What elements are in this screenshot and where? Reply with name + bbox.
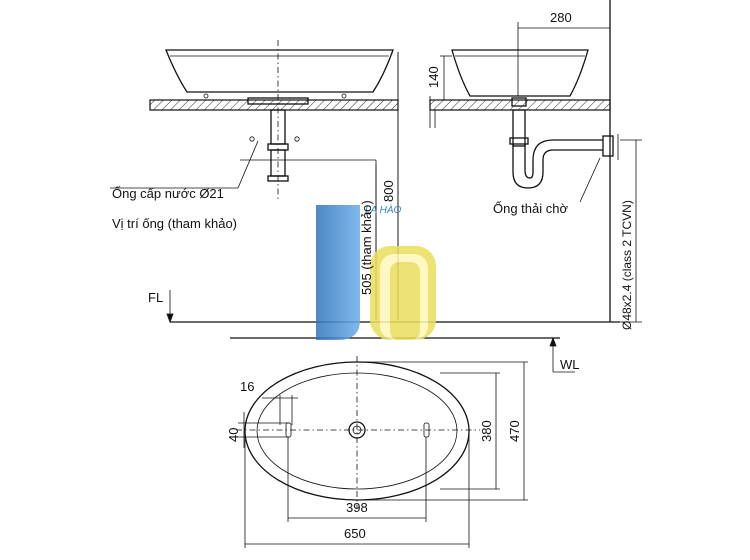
label-drain-pipe: Ống thải chờ: [493, 201, 568, 216]
dim-40: 40: [226, 428, 241, 442]
dim-470: 470: [507, 420, 522, 442]
label-fl: FL: [148, 290, 163, 305]
dim-140: 140: [426, 66, 441, 88]
front-countertop: [149, 99, 399, 111]
label-wl: WL: [560, 357, 580, 372]
side-basin-bowl: [451, 49, 589, 97]
plan-basin-inner: [256, 372, 458, 490]
front-basin-bowl: [165, 49, 394, 93]
label-pipe-position: Vị trí ống (tham khảo): [112, 216, 237, 231]
dim-280: 280: [550, 10, 572, 25]
plan-view: [236, 356, 528, 548]
side-countertop: [429, 99, 611, 111]
logo-blue-shape: [316, 205, 360, 340]
side-p-trap: [512, 144, 603, 189]
dim-380: 380: [479, 420, 494, 442]
label-watermark: LA HÀO: [365, 203, 402, 216]
dim-800: 800: [381, 180, 396, 202]
label-height-505: 505 (tham khảo): [359, 200, 374, 295]
dim-398: 398: [346, 500, 368, 515]
label-supply-pipe: Ống cấp nước Ø21: [112, 186, 224, 201]
side-elevation: [429, 0, 642, 323]
label-drain-spec: Ø48x2.4 (class 2 TCVN): [620, 200, 634, 330]
dim-16: 16: [240, 379, 254, 394]
watermark-logo: [316, 205, 436, 340]
dim-650: 650: [344, 526, 366, 541]
text-labels: Ống cấp nước Ø21 Vị trí ống (tham khảo) …: [112, 10, 634, 541]
